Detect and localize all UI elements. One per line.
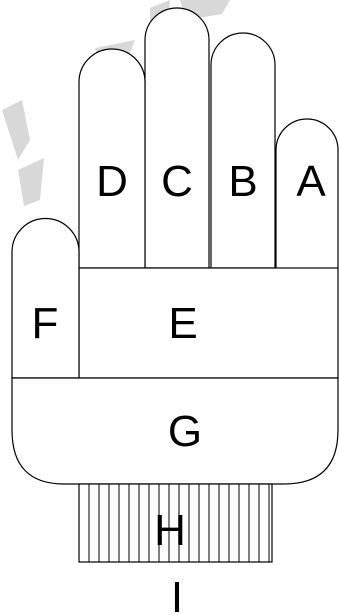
label-a: A bbox=[296, 157, 326, 206]
label-e: E bbox=[168, 299, 197, 348]
label-g: G bbox=[168, 407, 202, 456]
label-d: D bbox=[96, 157, 128, 206]
label-h: H bbox=[154, 506, 186, 555]
label-i: I bbox=[171, 573, 183, 615]
label-b: B bbox=[228, 157, 257, 206]
label-c: C bbox=[161, 157, 193, 206]
finger-c-outline bbox=[145, 8, 209, 268]
finger-b-outline bbox=[211, 33, 275, 268]
label-f: F bbox=[32, 299, 59, 348]
palm-region-e bbox=[79, 268, 338, 378]
